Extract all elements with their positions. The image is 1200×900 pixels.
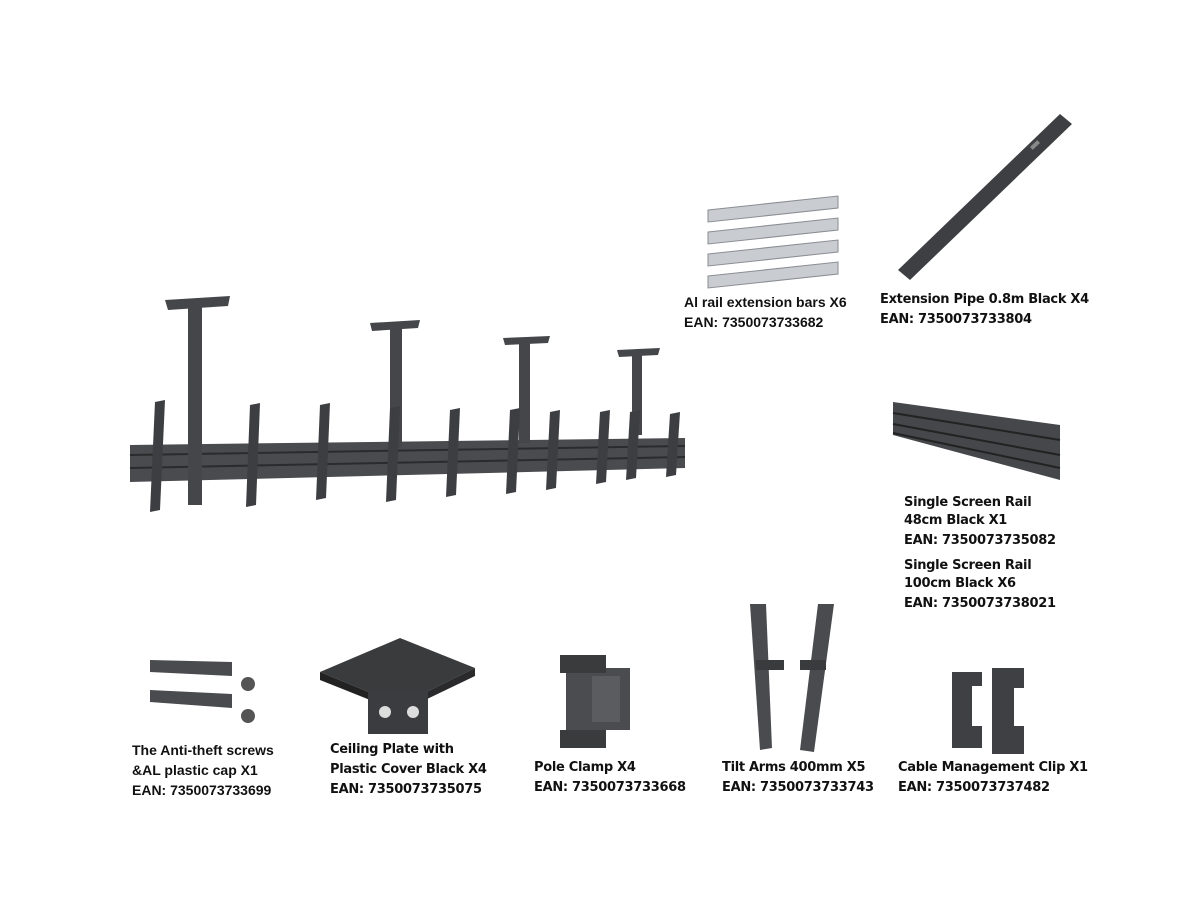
- component-name: The Anti-theft screws: [132, 742, 274, 758]
- single-screen-rail-illustration: [892, 402, 1061, 480]
- component-name: Tilt Arms 400mm X5: [722, 760, 866, 775]
- pole-clamp-illustration: [560, 655, 630, 748]
- label-cable-clip: Cable Management Clip X1 EAN: 7350073737…: [898, 758, 1088, 798]
- ceiling-plate-illustration: [320, 638, 475, 734]
- extension-pipe-illustration: [898, 114, 1072, 280]
- assembled-mount-illustration: [129, 296, 686, 512]
- component-name: Al rail extension bars X6: [684, 294, 847, 310]
- label-tilt-arms: Tilt Arms 400mm X5 EAN: 7350073733743: [722, 758, 874, 798]
- label-extension-pipe: Extension Pipe 0.8m Black X4 EAN: 735007…: [880, 290, 1089, 330]
- component-ean: EAN: 7350073735075: [330, 782, 482, 797]
- component-name: Pole Clamp X4: [534, 760, 636, 775]
- component-name: Ceiling Plate with: [330, 742, 454, 757]
- component-name: 48cm Black X1: [904, 513, 1008, 528]
- component-ean: EAN: 7350073733682: [684, 314, 824, 330]
- tilt-arms-illustration: [750, 604, 834, 752]
- component-ean: EAN: 7350073737482: [898, 780, 1050, 795]
- component-ean: EAN: 7350073735082: [904, 533, 1056, 548]
- label-anti-theft: The Anti-theft screws &AL plastic cap X1…: [132, 740, 274, 800]
- label-al-rail-bars: Al rail extension bars X6 EAN: 735007373…: [684, 292, 847, 332]
- label-rail-48: Single Screen Rail 48cm Black X1 EAN: 73…: [904, 493, 1056, 551]
- component-ean: EAN: 7350073733668: [534, 780, 686, 795]
- component-ean: EAN: 7350073733743: [722, 780, 874, 795]
- component-ean: EAN: 7350073733699: [132, 782, 272, 798]
- component-name: Plastic Cover Black X4: [330, 762, 487, 777]
- component-name: Single Screen Rail: [904, 495, 1032, 510]
- component-name: Cable Management Clip X1: [898, 760, 1088, 775]
- cable-clip-illustration: [952, 668, 1024, 754]
- label-rail-100: Single Screen Rail 100cm Black X6 EAN: 7…: [904, 556, 1056, 614]
- anti-theft-screws-illustration: [150, 660, 255, 723]
- label-ceiling-plate: Ceiling Plate with Plastic Cover Black X…: [330, 740, 487, 800]
- component-name: &AL plastic cap X1: [132, 762, 258, 778]
- component-ean: EAN: 7350073738021: [904, 596, 1056, 611]
- component-ean: EAN: 7350073733804: [880, 312, 1032, 327]
- label-pole-clamp: Pole Clamp X4 EAN: 7350073733668: [534, 758, 686, 798]
- component-name: 100cm Black X6: [904, 576, 1016, 591]
- al-rail-bars-illustration: [707, 195, 839, 289]
- component-name: Single Screen Rail: [904, 558, 1032, 573]
- component-name: Extension Pipe 0.8m Black X4: [880, 292, 1089, 307]
